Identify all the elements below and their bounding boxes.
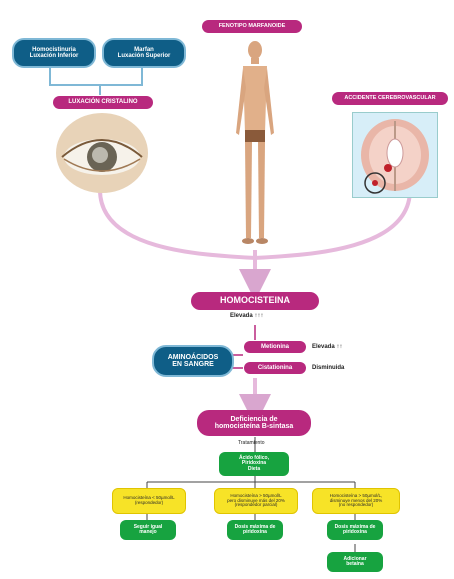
- accidente-cerebrovascular-label: ACCIDENTE CEREBROVASCULAR: [332, 92, 448, 105]
- branch-condition-2: Homocisteína > 50µmol/L pero disminuye m…: [214, 488, 298, 514]
- aminoacidos-box: AMINOÁCIDOS EN SANGRE: [152, 345, 234, 377]
- branch-condition-3: Homocisteína > 50µmol/L, disminuye menos…: [312, 488, 400, 514]
- metionina-status: Elevada ↑↑: [312, 344, 343, 350]
- homocisteina-status: Elevada ↑↑↑: [230, 313, 264, 319]
- homocistinuria-box: Homocistinuria Luxación Inferior: [12, 38, 96, 68]
- branch-action-3b: Adicionar betaína: [327, 552, 383, 572]
- marfan-box: Marfan Luxación Superior: [102, 38, 186, 68]
- branch-action-1: Seguir igual manejo: [120, 520, 176, 540]
- treatment-box: Ácido fólico, Piridoxina Dieta: [219, 452, 289, 476]
- cistationina-status: Disminuida: [312, 365, 345, 371]
- branch-action-3a: Dosis máxima de piridoxina: [327, 520, 383, 540]
- deficiencia-box: Deficiencia de homocisteína B-sintasa: [197, 410, 311, 436]
- cistationina-box: Cistationina: [244, 362, 306, 374]
- branch-condition-1: Homocisteína < 50µmol/L (respondedor): [112, 488, 186, 514]
- branch-action-2: Dosis máxima de piridoxina: [227, 520, 283, 540]
- eye-illustration: [56, 113, 148, 193]
- fenotipo-marfanoide-label: FENOTIPO MARFANOIDE: [202, 20, 302, 33]
- curve-right: [254, 189, 412, 260]
- brain-illustration: [352, 112, 438, 198]
- person-figure: [228, 38, 280, 248]
- curve-left: [98, 189, 256, 260]
- homocisteina-box: HOMOCISTEINA: [191, 292, 319, 310]
- luxacion-cristalino-label: LUXACIÓN CRISTALINO: [53, 96, 153, 109]
- metionina-box: Metionina: [244, 341, 306, 353]
- tratamiento-label: Tratamiento: [238, 440, 265, 446]
